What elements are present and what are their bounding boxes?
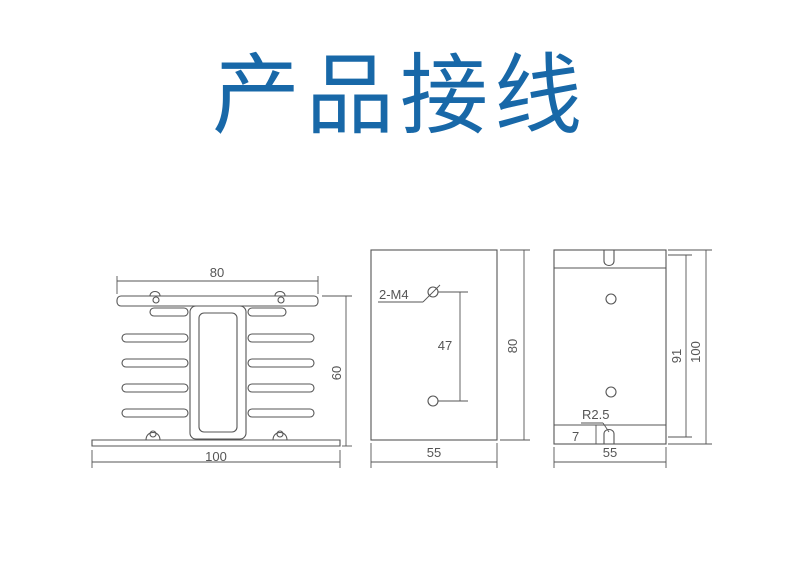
mount-hole-bottom — [605, 386, 617, 398]
heatsink-core — [189, 305, 247, 440]
dim-text-plate-width: 55 — [427, 445, 441, 460]
mount-slot-bottom — [603, 428, 615, 444]
front-plate — [370, 249, 498, 441]
heatsink-top-notch-right — [274, 290, 286, 297]
heatsink-base-slot-left — [149, 430, 157, 438]
fin — [247, 333, 315, 343]
mount-hole-top — [605, 293, 617, 305]
heatsink-top-slot-left — [152, 296, 160, 304]
dim-text-slot-offset: 7 — [572, 429, 579, 444]
dim-text-heatsink-height: 60 — [329, 366, 344, 380]
fin — [149, 307, 189, 317]
mount-plate — [553, 249, 667, 445]
heatsink-profile: 80 60 100 — [91, 265, 352, 468]
fin — [121, 383, 189, 393]
dim-text-hole-spacing: 47 — [438, 338, 452, 353]
leader-line — [602, 422, 610, 433]
heatsink-core-cavity — [198, 312, 238, 433]
heatsink-top-notch-left — [149, 290, 161, 297]
heatsink-base — [91, 439, 341, 447]
heatsink-left-fins — [121, 307, 189, 418]
mounting-hole-bottom — [427, 395, 439, 407]
heatsink-base-slot-right — [276, 430, 284, 438]
fin — [121, 408, 189, 418]
mount-plate-drawing: R2.5 7 91 100 55 — [553, 249, 712, 468]
fin — [121, 358, 189, 368]
fin — [247, 408, 315, 418]
page-title: 产品接线 — [211, 44, 588, 147]
heatsink-top-bar — [116, 295, 319, 307]
dim-text-inner-height: 91 — [669, 349, 684, 363]
front-plate-drawing: 2-M4 47 80 55 — [370, 249, 530, 468]
dim-text-plate-height: 80 — [505, 339, 520, 353]
slot-radius-label: R2.5 — [582, 407, 609, 422]
heatsink-right-fins — [247, 307, 315, 418]
dim-text-outer-height: 100 — [688, 341, 703, 363]
heatsink-base-notch-left — [145, 431, 161, 441]
dim-text-heatsink-top: 80 — [210, 265, 224, 280]
heatsink-top-slot-right — [277, 296, 285, 304]
mount-slot-top — [603, 250, 615, 267]
heatsink-base-notch-right — [272, 431, 288, 441]
hole-label: 2-M4 — [379, 287, 409, 302]
dim-text-mount-width: 55 — [603, 445, 617, 460]
leader-line — [422, 284, 441, 303]
fin — [121, 333, 189, 343]
dim-text-heatsink-base: 100 — [205, 449, 227, 464]
fin — [247, 307, 287, 317]
fin — [247, 358, 315, 368]
fin — [247, 383, 315, 393]
